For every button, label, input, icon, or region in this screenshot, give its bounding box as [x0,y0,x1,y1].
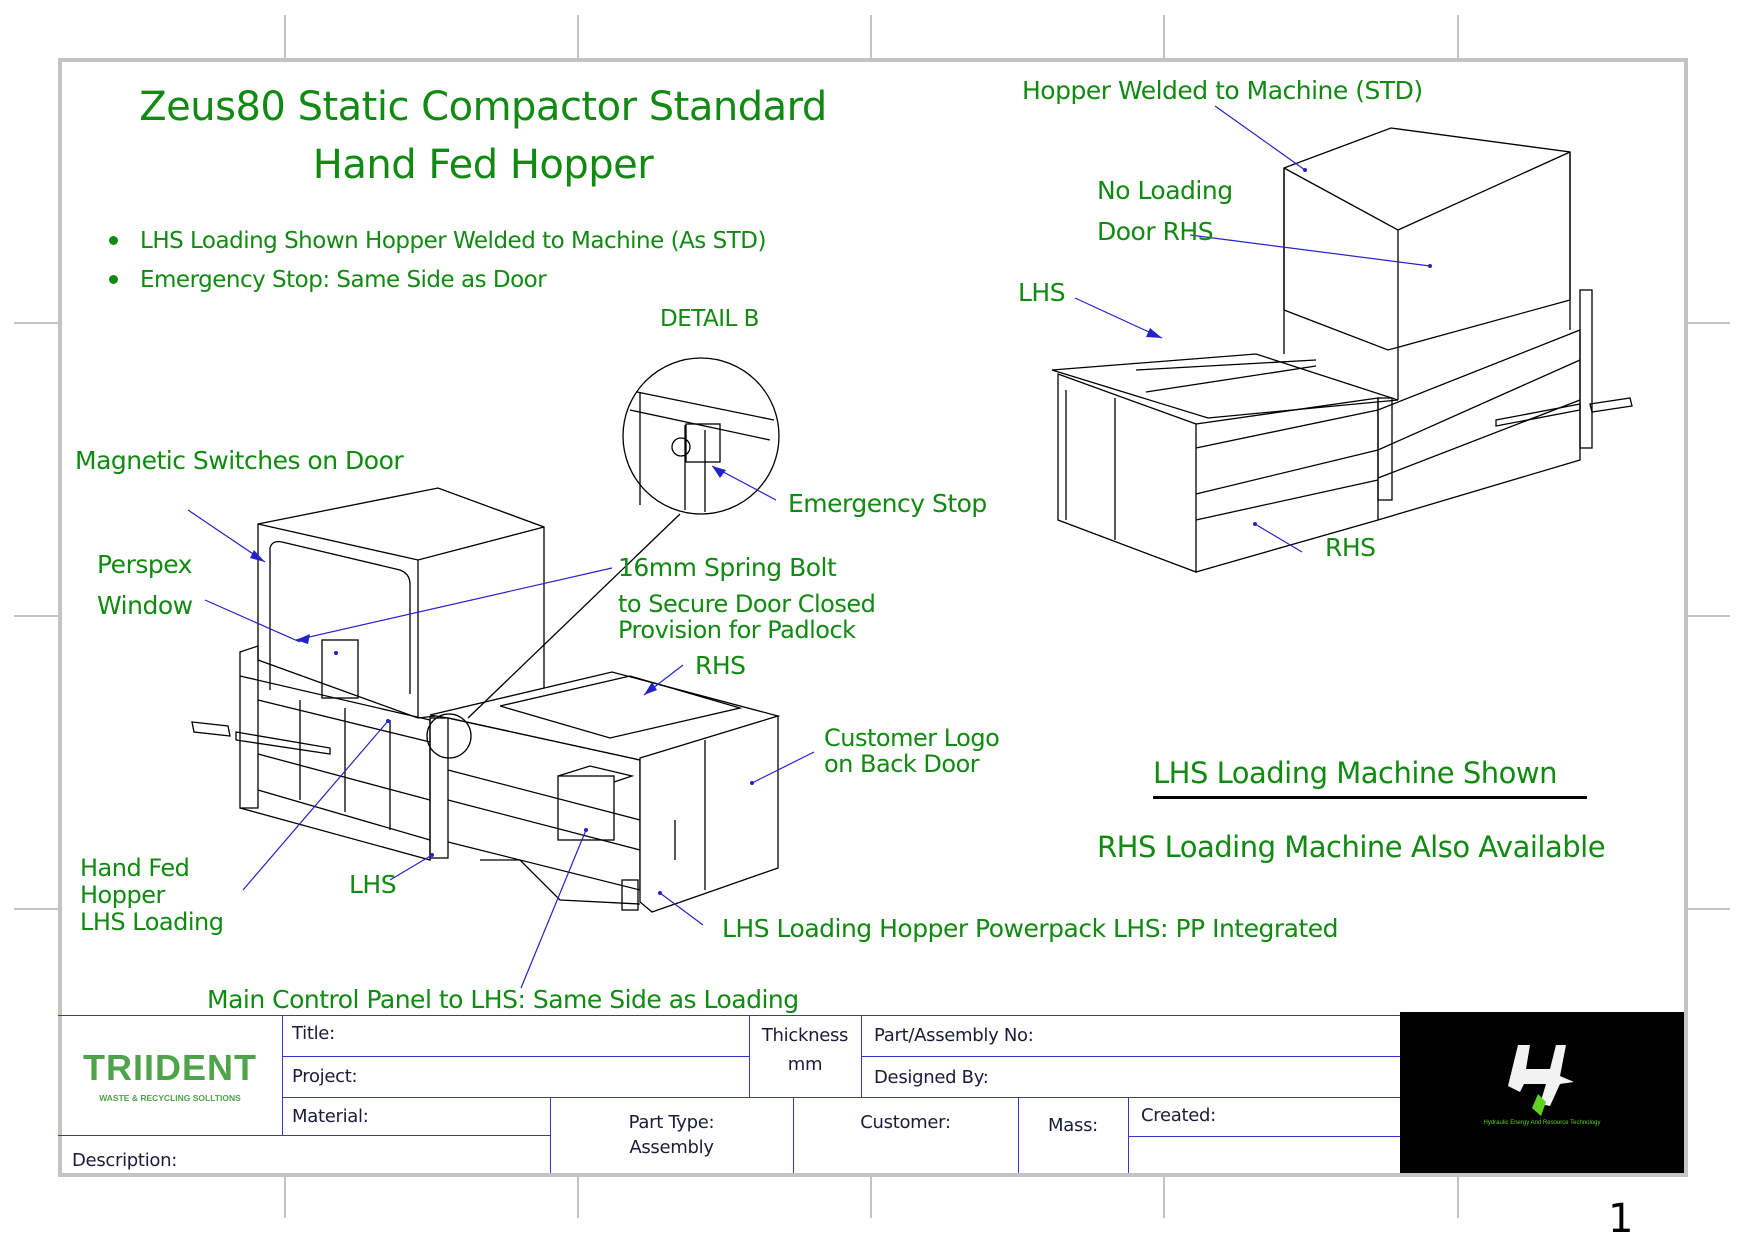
partner-logo-tagline: Hydraulic Energy And Resource Technology [1483,1120,1601,1126]
annotation-spring-bolt: 16mm Spring Bolt [618,553,837,582]
right-machine-drawing [1051,127,1633,573]
designed-by-field-label: Designed By: [874,1067,989,1088]
border-tick [284,15,286,60]
lhs-machine-shown-note: LHS Loading Machine Shown [1153,756,1557,790]
annotation-hand-fed: Hopper [80,881,165,909]
border-tick [1684,908,1730,910]
annotation-customer-logo: Customer Logo [824,724,1000,752]
part-type-value: Assembly [629,1137,714,1158]
title-block-top-rule [58,1015,1400,1016]
annotation-powerpack: LHS Loading Hopper Powerpack LHS: PP Int… [722,914,1339,943]
left-machine-drawing [191,487,781,913]
part-no-field-label: Part/Assembly No: [874,1025,1034,1046]
annotation-lhs-right-view: LHS [1018,278,1066,307]
annotation-hand-fed: Hand Fed [80,854,190,882]
page-number: 1 [1608,1196,1634,1242]
rhs-machine-available-note: RHS Loading Machine Also Available [1097,830,1606,864]
title-block-rule [58,1135,550,1136]
trident-logo-wordmark: TRIIDENT [83,1047,257,1088]
drawing-frame [58,58,1688,1177]
note-underline [1153,796,1587,799]
title-block-rule [282,1056,749,1057]
thickness-label: Thickness [761,1025,849,1046]
bullet-icon [109,275,118,284]
trident-logo-tagline: WASTE & RECYCLING SOLLTIONS [99,1093,241,1103]
partner-logo: Hydraulic Energy And Resource Technology [1400,1012,1684,1173]
border-tick [1457,1173,1459,1218]
title-block-rule [1128,1136,1400,1137]
title-block-rule [282,1097,1400,1098]
annotation-rhs-right-view: RHS [1325,533,1376,562]
bullet-icon [109,236,118,245]
annotation-rhs-left-view: RHS [695,651,746,680]
leader-arrowheads [250,168,1432,895]
border-tick [284,1173,286,1218]
border-tick [577,15,579,60]
title-block-rule [1018,1097,1019,1173]
customer-field-label: Customer: [860,1112,951,1133]
leader-lines [187,105,1431,989]
h-logo-icon [1508,1045,1574,1116]
detail-b-label: DETAIL B [660,306,759,332]
annotation-spring-bolt: to Secure Door Closed [618,590,876,618]
title-block-rule [861,1015,862,1097]
border-tick [14,615,60,617]
part-type-label: Part Type: [628,1112,715,1133]
bullet-item: Emergency Stop: Same Side as Door [140,267,547,293]
annotation-customer-logo: on Back Door [824,750,980,778]
mass-field-label: Mass: [1048,1115,1098,1136]
annotation-no-loading: Door RHS [1097,217,1214,246]
trident-logo: TRIIDENT WASTE & RECYCLING SOLLTIONS [58,1015,282,1135]
material-field-label: Material: [292,1106,369,1127]
annotation-spring-bolt: Provision for Padlock [618,616,856,644]
project-field-label: Project: [292,1066,358,1087]
created-field-label: Created: [1141,1105,1216,1126]
border-tick [1163,1173,1165,1218]
bullet-item: LHS Loading Shown Hopper Welded to Machi… [140,228,766,254]
border-tick [14,908,60,910]
annotation-hopper-welded: Hopper Welded to Machine (STD) [1022,76,1423,105]
title-block-rule [861,1056,1400,1057]
title-block-rule [1128,1097,1129,1173]
annotation-perspex: Window [97,591,193,620]
annotation-emergency-stop: Emergency Stop [788,489,987,518]
border-tick [870,1173,872,1218]
border-tick [1684,615,1730,617]
annotation-magnetic-switches: Magnetic Switches on Door [75,446,404,475]
title-block-rule [749,1015,750,1097]
title-block-rule [793,1097,794,1173]
border-tick [14,322,60,324]
drawing-title-line1: Zeus80 Static Compactor Standard [139,84,827,130]
border-tick [577,1173,579,1218]
detail-b-view [426,357,780,759]
drawing-title-line2: Hand Fed Hopper [312,142,654,188]
border-tick [1457,15,1459,60]
annotation-hand-fed: LHS Loading [80,908,224,936]
description-field-label: Description: [72,1150,177,1171]
title-block-rule [282,1015,283,1135]
annotation-perspex: Perspex [97,550,192,579]
title-field-label: Title: [292,1023,335,1044]
annotation-control-panel: Main Control Panel to LHS: Same Side as … [207,985,799,1014]
border-tick [1684,322,1730,324]
thickness-unit: mm [787,1054,823,1075]
annotation-no-loading: No Loading [1097,176,1233,205]
annotation-lhs-left-view: LHS [349,870,397,899]
border-tick [870,15,872,60]
border-tick [1163,15,1165,60]
title-block-rule [550,1097,551,1173]
